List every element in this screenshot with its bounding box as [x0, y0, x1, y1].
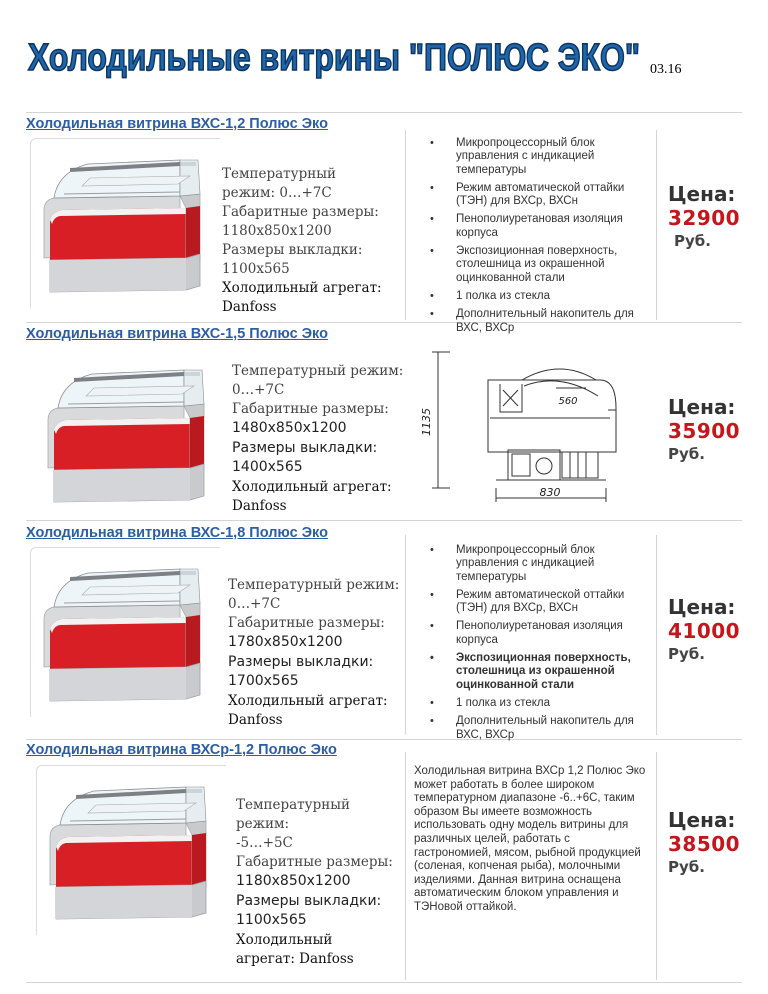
feature-item: Пенополиуретановая изоляция корпуса [430, 620, 645, 647]
product-specs-1: Температурный режим: 0…+7С Габаритные ра… [222, 165, 407, 317]
feature-item: Экспозиционная поверхность, столешница и… [430, 652, 645, 692]
dims-label: Габаритные размеры: [232, 401, 389, 417]
feature-item: 1 полка из стекла [430, 290, 645, 304]
feature-item: Микропроцессорный блок управления с инди… [430, 137, 645, 177]
dims-label: Габаритные размеры: [222, 204, 379, 220]
column-divider [405, 752, 406, 980]
product-specs-3: Температурный режим: 0…+7С Габаритные ра… [228, 576, 406, 730]
temp-value: режим: 0…+7С [222, 185, 332, 201]
feature-item: Экспозиционная поверхность, столешница и… [430, 245, 645, 285]
dims-label: Габаритные размеры: [228, 615, 385, 631]
feature-item: Режим автоматической оттайки (ТЭН) для В… [430, 589, 645, 616]
column-divider [656, 535, 657, 735]
product-title-2[interactable]: Холодильная витрина ВХС-1,5 Полюс Эко [26, 326, 328, 342]
price-value: 35900 [668, 419, 741, 443]
divider [26, 112, 742, 113]
feature-item: Пенополиуретановая изоляция корпуса [430, 213, 645, 240]
display-label: Размеры выкладки: [228, 653, 374, 670]
aggregate-value: Danfoss [232, 497, 287, 514]
product-title-3[interactable]: Холодильная витрина ВХС-1,8 Полюс Эко [26, 525, 328, 541]
price-label: Цена: [668, 808, 736, 832]
dims-value: 1480х850х1200 [232, 420, 347, 436]
product-image-2 [34, 348, 224, 518]
page-title-text: Холодильные витрины "ПОЛЮС ЭКО" [28, 37, 640, 79]
aggregate-label: Холодильный агрегат: [232, 478, 392, 495]
price-label: Цена: [668, 595, 736, 619]
dims-label: Габаритные размеры: [236, 854, 393, 870]
temp-value: 0…+7С [228, 596, 281, 612]
price-currency: Руб. [668, 858, 705, 876]
price-block-4: Цена: 38500 Руб. [668, 808, 740, 878]
showcase-illustration [43, 159, 201, 293]
feature-item: Дополнительный накопитель для ВХС, ВХСр [430, 308, 645, 335]
price-block-1: Цена: 32900 Руб. [668, 182, 740, 252]
temp-label: Температурный [222, 166, 336, 182]
column-divider [656, 752, 657, 980]
price-currency: Руб. [668, 445, 705, 463]
price-value: 41000 [668, 619, 741, 643]
divider [26, 739, 742, 740]
product-description-4: Холодильная витрина ВХСр 1,2 Полюс Эко м… [414, 765, 646, 913]
product-image-1 [30, 138, 220, 308]
display-label: Размеры выкладки: [236, 892, 382, 909]
product-title-1[interactable]: Холодильная витрина ВХС-1,2 Полюс Эко [26, 116, 328, 132]
showcase-illustration [49, 786, 207, 920]
display-value: 1100х565 [222, 261, 290, 277]
price-currency: Руб. [668, 645, 705, 663]
display-value: 1700х565 [228, 673, 299, 689]
feature-item: 1 полка из стекла [430, 697, 645, 711]
page-title: Холодильные витрины "ПОЛЮС ЭКО" [27, 36, 641, 80]
price-value: 38500 [668, 832, 741, 856]
dimension-shelf: 560 [558, 396, 577, 407]
aggregate-value: агрегат: Danfoss [236, 950, 354, 967]
product-image-4 [36, 765, 226, 935]
column-divider [405, 535, 406, 735]
temp-label: Температурный режим: [232, 363, 404, 379]
display-value: 1400х565 [232, 459, 303, 475]
feature-item: Дополнительный накопитель для ВХС, ВХСр [430, 715, 645, 742]
divider [26, 322, 742, 323]
aggregate-label: Холодильный [236, 931, 333, 948]
feature-list-1: Микропроцессорный блок управления с инди… [430, 137, 645, 340]
temp-value: -5…+5С [236, 835, 293, 851]
product-image-3 [30, 547, 220, 717]
price-block-2: Цена: 35900 Руб. [668, 395, 740, 465]
product-specs-2: Температурный режим: 0…+7С Габаритные ра… [232, 362, 407, 516]
dims-value: 1180х850х1200 [222, 223, 332, 239]
aggregate-label: Холодильный агрегат: [228, 692, 388, 709]
price-block-3: Цена: 41000 Руб. [668, 595, 740, 665]
document-date: 03.16 [650, 62, 682, 77]
showcase-illustration [43, 568, 201, 702]
feature-item: Микропроцессорный блок управления с инди… [430, 544, 645, 584]
price-currency: Руб. [674, 232, 711, 250]
temp-value: 0…+7С [232, 382, 285, 398]
column-divider [656, 130, 657, 320]
aggregate-value: Danfoss [222, 299, 277, 315]
feature-item: Режим автоматической оттайки (ТЭН) для В… [430, 182, 645, 209]
temp-label: Температурный режим: [228, 577, 400, 593]
product-specs-4: Температурный режим: -5…+5С Габаритные р… [236, 796, 404, 969]
display-label: Размеры выкладки: [232, 439, 378, 456]
temp-label: Температурный режим: [236, 797, 350, 832]
aggregate-label: Холодильный агрегат: [222, 280, 382, 296]
product-title-4[interactable]: Холодильная витрина ВХСр-1,2 Полюс Эко [26, 742, 337, 758]
showcase-illustration [47, 369, 205, 503]
price-label: Цена: [668, 182, 736, 206]
divider [26, 520, 742, 521]
technical-drawing: 1135 830 560 [420, 351, 617, 502]
column-divider [405, 130, 406, 320]
divider [26, 982, 742, 983]
aggregate-value: Danfoss [228, 711, 283, 728]
display-label: Размеры выкладки: [222, 242, 363, 258]
dimension-height: 1135 [420, 408, 433, 436]
dimension-depth: 830 [540, 486, 561, 499]
display-value: 1100х565 [236, 912, 307, 928]
price-label: Цена: [668, 395, 736, 419]
price-value: 32900 [668, 206, 741, 230]
dims-value: 1780х850х1200 [228, 634, 343, 650]
feature-list-3: Микропроцессорный блок управления с инди… [430, 544, 645, 747]
dims-value: 1180х850х1200 [236, 873, 351, 889]
